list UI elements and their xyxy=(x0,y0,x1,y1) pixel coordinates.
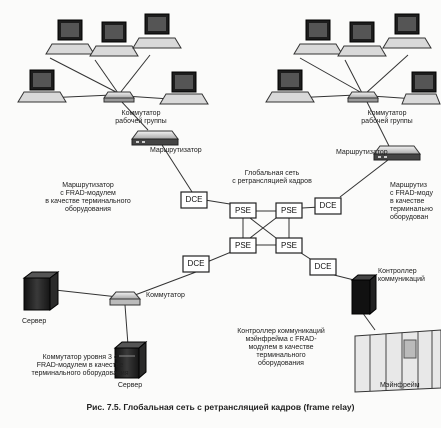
wan-nodes xyxy=(180,191,342,276)
router-icon xyxy=(373,145,421,161)
workstation-icon xyxy=(382,13,432,49)
wan-cloud-label: Глобальная сеть с ретрансляцией кадров xyxy=(232,170,312,185)
workgroup-switch-icon xyxy=(103,91,135,103)
workstation-icon xyxy=(45,19,95,55)
workstation-icon xyxy=(293,19,343,55)
mainframe-label: Мэйнфрейм xyxy=(380,382,420,389)
router-label: Маршрутизатор xyxy=(336,149,388,156)
pse-node: PSE xyxy=(280,241,297,250)
figure-caption: Рис. 7.5. Глобальная сеть с ретрансляцие… xyxy=(86,402,355,412)
workgroup-switch-label: Коммутатор рабочей группы xyxy=(361,110,413,125)
server-label: Сервер xyxy=(117,382,143,389)
workstation-icon xyxy=(89,21,139,57)
workgroup-switch-icon xyxy=(347,91,379,103)
layer3-switch-icon xyxy=(108,291,142,306)
dce-node: DCE xyxy=(187,259,205,268)
dce-node: DCE xyxy=(319,201,337,210)
workgroup-switch-label: Коммутатор рабочей группы xyxy=(115,110,167,125)
server-label: Сервер xyxy=(22,318,47,325)
workstation-icon xyxy=(159,71,209,105)
mainframe-icon xyxy=(354,329,441,393)
router-frad-label: Маршрутизатор с FRAD-модулем в качестве … xyxy=(45,182,131,213)
controller-frad-label: Контроллер коммуникаций мэйнфрейма с FRA… xyxy=(237,328,325,367)
workstation-icon xyxy=(401,71,441,105)
server-icon xyxy=(22,271,60,311)
router-icon xyxy=(131,130,179,146)
workstation-icon xyxy=(265,69,315,103)
router-frad-label: Маршрутиз с FRAD-моду в качестве термина… xyxy=(390,182,433,221)
communication-controller-icon xyxy=(350,273,378,316)
workstation-icon xyxy=(132,13,182,49)
layer3-switch-frad-label: Коммутатор уровня 3 с FRAD-модулем в кач… xyxy=(31,354,129,377)
workstation-icon xyxy=(337,21,387,57)
pse-node: PSE xyxy=(280,206,297,215)
server-icon xyxy=(113,340,148,380)
pse-node: PSE xyxy=(234,241,251,250)
pse-node: PSE xyxy=(234,206,251,215)
dce-node: DCE xyxy=(185,195,203,204)
controller-label: Контроллер коммуникаций xyxy=(378,268,425,283)
switch-label: Коммутатор xyxy=(146,292,185,299)
workstation-icon xyxy=(17,69,67,103)
router-label: Маршрутизатор xyxy=(150,147,202,154)
dce-node: DCE xyxy=(314,262,332,271)
